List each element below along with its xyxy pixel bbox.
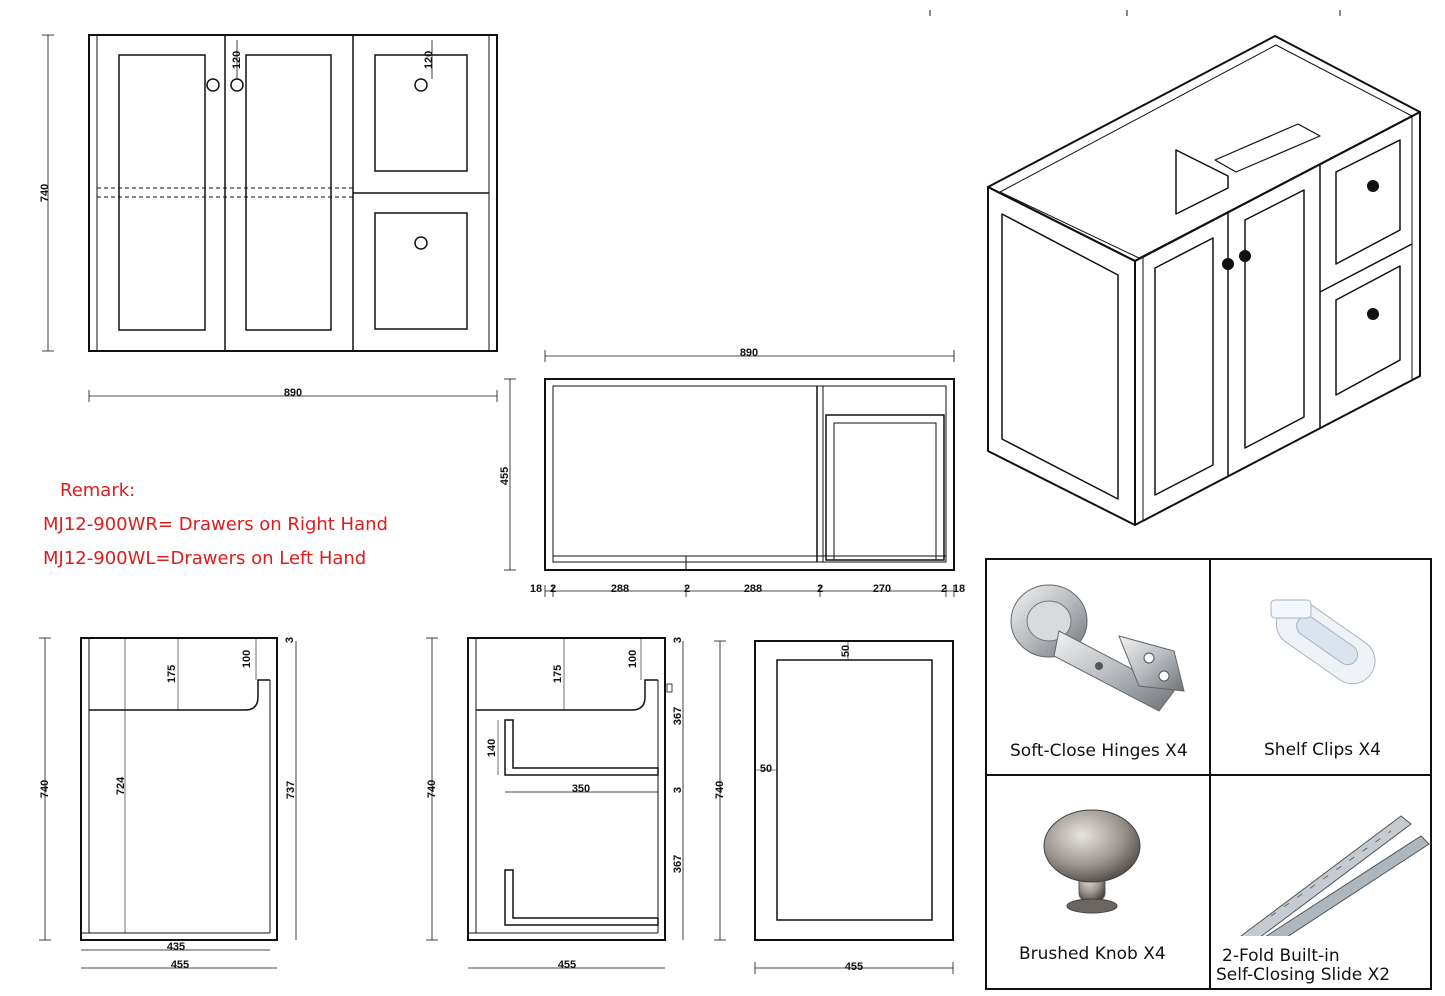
top-view xyxy=(504,350,955,597)
side-left-inner-height: 724 xyxy=(115,776,127,795)
top-tick-marks xyxy=(929,10,1341,16)
drawer-front-height: 140 xyxy=(486,739,498,757)
segment-label: 288 xyxy=(611,583,629,595)
side-view-left xyxy=(39,637,297,969)
knob-icon xyxy=(1043,809,1141,914)
handle-offset-left-label: 120 xyxy=(231,51,243,69)
remark-heading: Remark: xyxy=(60,480,136,501)
drawer-depth: 350 xyxy=(572,783,590,795)
drawer-side-width: 455 xyxy=(558,959,576,971)
accessory-label: 2-Fold Built-in xyxy=(1222,946,1340,966)
top-segment-labels: 18 2 288 2 288 2 270 2 18 xyxy=(530,583,965,595)
side-left-top-rail: 175 xyxy=(166,665,178,683)
accessory-drawer-slide: 2-Fold Built-in Self-Closing Slide X2 xyxy=(1211,776,1434,990)
segment-label: 18 xyxy=(953,583,965,595)
accessory-label: Shelf Clips X4 xyxy=(1264,740,1381,760)
segment-label: 288 xyxy=(744,583,762,595)
remark-line-wr: MJ12-900WR= Drawers on Right Hand xyxy=(43,514,388,535)
side-left-notch: 100 xyxy=(241,650,253,668)
accessory-hinge: Soft-Close Hinges X4 xyxy=(987,560,1209,774)
side-panel-width: 455 xyxy=(845,961,863,973)
accessory-shelf-clip: Shelf Clips X4 xyxy=(1211,560,1434,774)
accessory-knob: Brushed Knob X4 xyxy=(987,776,1209,990)
side-view-drawers xyxy=(426,637,684,969)
drawer-side-height: 740 xyxy=(426,780,438,798)
front-height-label: 740 xyxy=(39,184,51,202)
side-panel-height: 740 xyxy=(714,781,726,799)
side-left-right-height: 737 xyxy=(285,781,297,799)
segment-label: 2 xyxy=(684,583,690,595)
side-left-outer-height: 740 xyxy=(39,780,51,798)
top-depth-label: 455 xyxy=(499,467,511,485)
side-left-outer-width: 455 xyxy=(171,959,189,971)
drawer-side-notch: 100 xyxy=(627,650,639,668)
accessory-label: Brushed Knob X4 xyxy=(1019,944,1166,964)
gap-top: 3 xyxy=(672,637,684,643)
side-panel-frame-top: 50 xyxy=(840,645,852,657)
side-left-top-gap: 3 xyxy=(284,637,296,643)
isometric-view xyxy=(987,35,1421,526)
hinge-icon xyxy=(1010,584,1185,712)
upper-opening: 367 xyxy=(672,707,684,725)
accessory-label-line2: Self-Closing Slide X2 xyxy=(1216,965,1391,985)
drawer-side-top-rail: 175 xyxy=(552,665,564,683)
accessories-grid: Soft-Close Hinges X4 Shelf Clips X4 Brus… xyxy=(985,558,1432,990)
segment-label: 2 xyxy=(817,583,823,595)
shelf-clip-icon xyxy=(1270,599,1376,685)
accessory-label: Soft-Close Hinges X4 xyxy=(1010,741,1188,761)
front-width-label: 890 xyxy=(284,387,302,399)
top-width-label: 890 xyxy=(740,347,758,359)
segment-label: 18 xyxy=(530,583,542,595)
drawer-slide-icon xyxy=(1240,815,1430,936)
side-panel-frame-side: 50 xyxy=(760,763,772,775)
front-view xyxy=(42,34,498,402)
segment-label: 270 xyxy=(873,583,891,595)
handle-offset-right-label: 120 xyxy=(423,51,435,69)
remark-line-wl: MJ12-900WL=Drawers on Left Hand xyxy=(43,548,367,569)
lower-opening: 367 xyxy=(672,855,684,873)
side-panel xyxy=(714,640,954,974)
side-left-inner-width: 435 xyxy=(167,941,185,953)
segment-label: 2 xyxy=(941,583,947,595)
gap-mid: 3 xyxy=(672,787,684,793)
segment-label: 2 xyxy=(550,583,556,595)
